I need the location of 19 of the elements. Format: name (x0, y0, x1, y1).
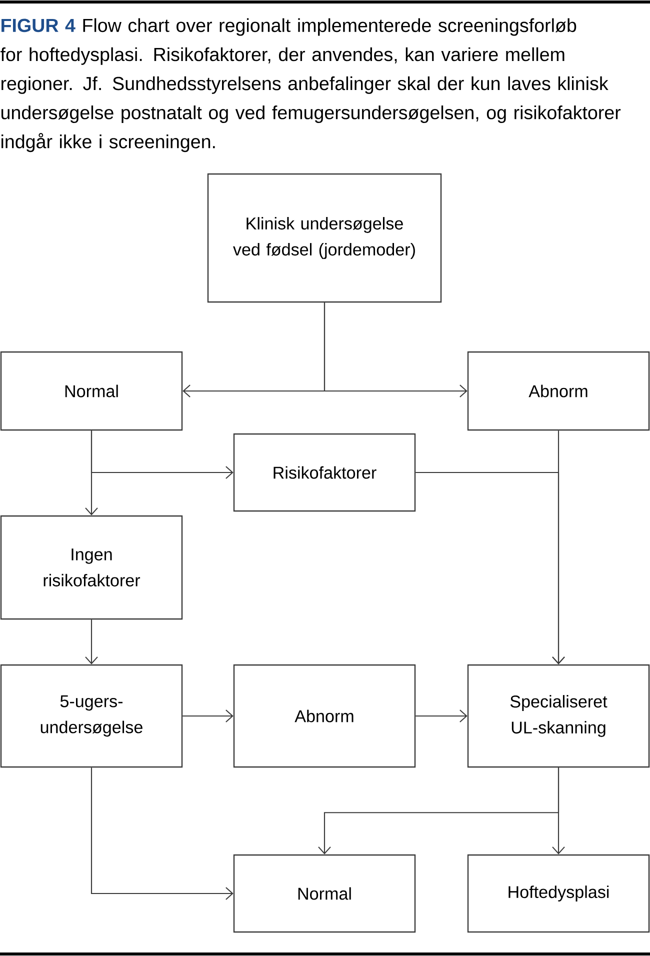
process-box: 5-ugers-undersøgelse (0, 664, 183, 768)
process-box: Risikofaktorer (233, 433, 416, 512)
arrow (85, 430, 98, 516)
arrow (552, 430, 565, 664)
process-box: Normal (0, 351, 183, 431)
arrow (182, 710, 234, 722)
arrow (324, 302, 468, 398)
process-box: Hoftedysplasi (467, 854, 650, 933)
arrow (416, 710, 468, 722)
process-box: Abnorm (467, 351, 650, 431)
process-box: Specialiseret UL-skanning (467, 664, 650, 768)
process-box: Normal (233, 854, 416, 933)
process-box: Abnorm (233, 664, 416, 768)
arrow (85, 620, 98, 664)
arrow (90, 768, 234, 900)
arrow (552, 768, 565, 854)
caption-text: FIGUR 4 Flow chart over regionalt implementerede screeningsforløb for hoftedysplasi. Risikofaktorer, der anvendes, kan variere mellem regioner. Jf. Sundhedsstyrelsens anbefalinger skal der kun laves klinisk undersøgelse postnatalt og ved femugersundersøgelsen, og risikofaktorer indgår ikke i screeningen. (0, 18, 621, 152)
process-box: Klinisk undersøgelse ved fødsel (jordemoder) (207, 173, 442, 303)
process-box: Ingen risikofaktorer (0, 515, 183, 620)
